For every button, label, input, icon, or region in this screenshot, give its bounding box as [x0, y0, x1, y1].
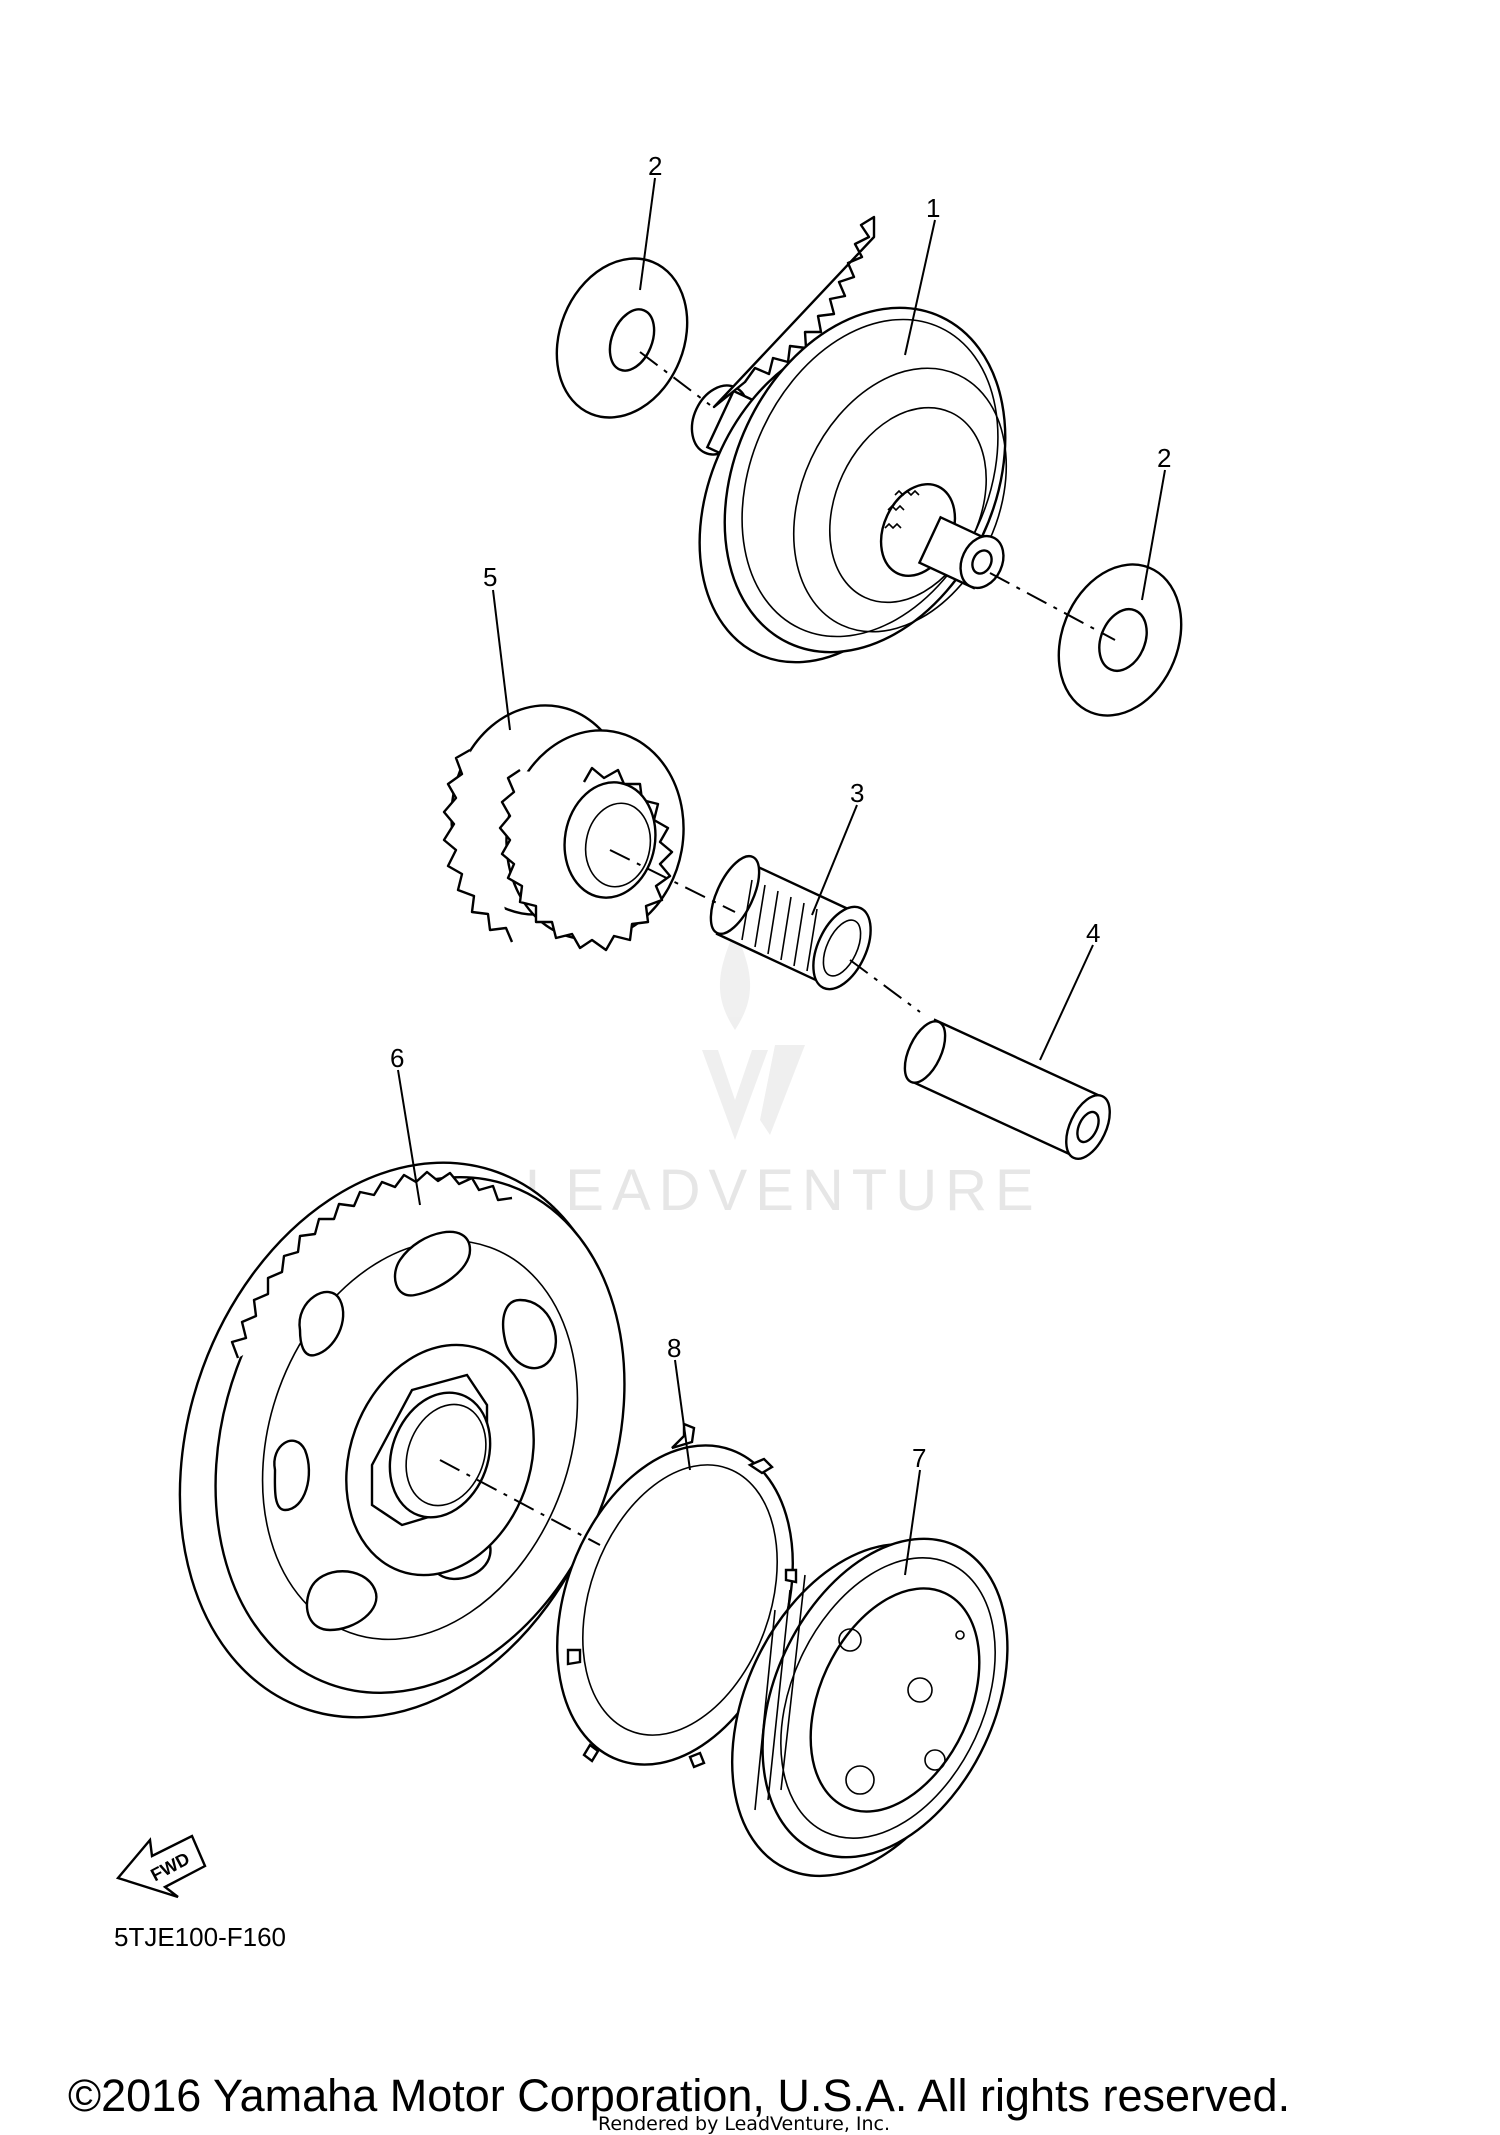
- callout-labels: 2 1 2 5 3 4 6 8 7: [390, 151, 1171, 1473]
- callout-1: 1: [926, 193, 940, 223]
- callout-2-upper: 2: [648, 151, 662, 181]
- part-6-ring-gear: [178, 1161, 626, 1719]
- watermark-text: LEADVENTURE: [525, 1158, 1042, 1223]
- leader-lines: [397, 177, 1166, 1576]
- callout-3: 3: [850, 778, 864, 808]
- callout-7: 7: [912, 1443, 926, 1473]
- part-7-one-way-clutch: [731, 1537, 1009, 1878]
- part-1-clutch-assembly: [690, 215, 1008, 664]
- callout-4: 4: [1086, 918, 1100, 948]
- callout-6: 6: [390, 1043, 404, 1073]
- part-4-shaft: [903, 1018, 1111, 1160]
- part-3-needle-bearing: [709, 854, 872, 991]
- fwd-arrow-icon: FWD: [115, 1834, 207, 1899]
- callout-5: 5: [483, 562, 497, 592]
- part-2-upper-washer: [555, 257, 689, 419]
- part-2-lower-washer: [1057, 563, 1183, 717]
- callout-2-lower: 2: [1157, 443, 1171, 473]
- callout-8: 8: [667, 1333, 681, 1363]
- diagram-code: 5TJE100-F160: [114, 1922, 286, 1952]
- copyright-notice: ©2016 Yamaha Motor Corporation, U.S.A. A…: [68, 2070, 1291, 2121]
- assembly-axes: [439, 351, 1116, 1546]
- watermark-logo: LEADVENTURE: [525, 930, 1042, 1223]
- part-5-idler-gear: [442, 704, 685, 952]
- rendered-by-note: Rendered by LeadVenture, Inc.: [598, 2113, 891, 2135]
